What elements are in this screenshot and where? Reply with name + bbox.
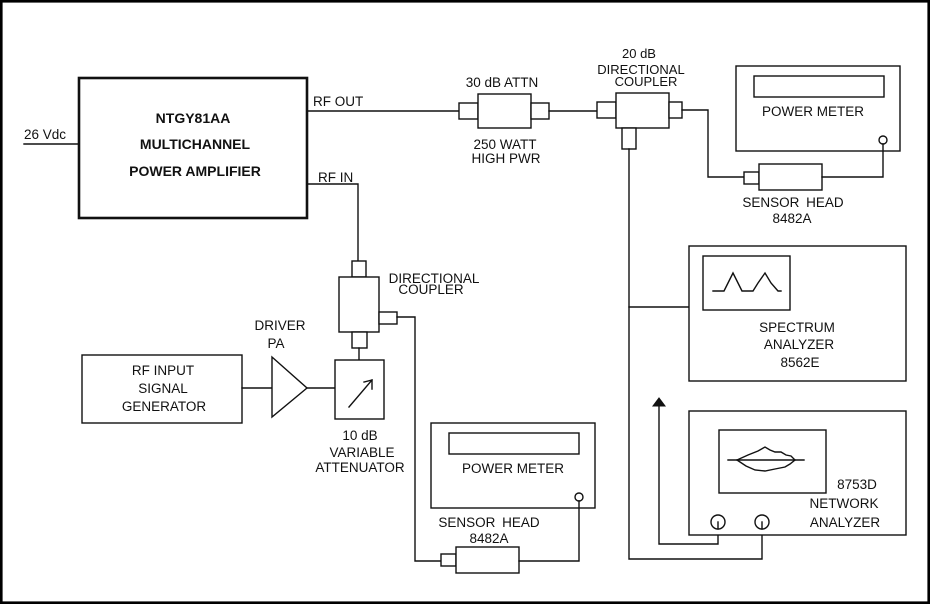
sensor-head-2-body <box>455 546 520 574</box>
coupler-coupled-port <box>621 127 637 150</box>
signal-generator-label-2: SIGNAL <box>138 381 188 396</box>
network-analyzer-port1-wire <box>658 403 719 545</box>
spectrum-analyzer-label-2: ANALYZER <box>764 337 835 352</box>
sensor-head-1-port <box>743 171 760 185</box>
coupler-to-sensor-wire <box>681 109 745 178</box>
spectrum-analyzer-label: SPECTRUM <box>759 320 835 335</box>
power-amplifier-box <box>77 76 309 220</box>
amplifier-triangle-icon <box>271 355 309 419</box>
dc-supply: 26 Vdc <box>23 127 80 145</box>
network-analyzer: 8753D NETWORK ANALYZER <box>688 410 907 536</box>
spectrum-analyzer: SPECTRUM ANALYZER 8562E <box>688 245 907 382</box>
network-trace-upper <box>736 446 796 461</box>
driver-pa-label: DRIVER <box>254 318 305 333</box>
input-coupler-top-port <box>351 260 367 278</box>
sensor-head-2-model: 8482A <box>469 531 508 546</box>
coupler-20db: 20 dB DIRECTIONAL COUPLER <box>596 46 685 150</box>
coupler-label: DIRECTIONAL <box>597 62 684 77</box>
coupler-label-2: COUPLER <box>615 74 678 89</box>
coupler-input-port <box>596 101 617 119</box>
network-analyzer-model: 8753D <box>837 477 877 492</box>
rf-out-label: RF OUT <box>313 94 363 109</box>
attenuator-power-label-2: HIGH PWR <box>472 151 541 166</box>
amplifier-model-label: NTGY81AA <box>156 110 231 126</box>
variable-attenuator-label-2: ATTENUATOR <box>315 460 405 475</box>
variable-attenuator-body <box>334 359 385 420</box>
coupler-output-port <box>668 101 683 119</box>
variable-attenuator-label: VARIABLE <box>329 445 394 460</box>
input-coupler: DIRECTIONAL COUPLER <box>338 260 480 349</box>
variable-arrow-shaft <box>348 379 373 408</box>
sensor-head-1-label: SENSOR HEAD <box>742 195 844 210</box>
input-coupler-body <box>338 276 380 333</box>
sensor-head-2-port <box>440 553 457 567</box>
coupler-rating-label: 20 dB <box>622 46 656 61</box>
spectrum-trace-icon <box>712 271 782 292</box>
sensor-head-1: SENSOR HEAD 8482A <box>742 163 844 226</box>
variable-arrow-icon <box>348 379 373 408</box>
attenuator-power-label: 250 WATT <box>473 137 536 152</box>
variable-arrow-head <box>363 379 373 390</box>
power-meter-1-connector-icon <box>878 135 888 145</box>
spectrum-analyzer-screen <box>702 255 791 311</box>
amplifier-type-label: MULTICHANNEL <box>140 136 251 152</box>
power-meter-2: POWER METER <box>430 422 596 509</box>
rf-in: RF IN <box>306 170 359 262</box>
input-coupler-coupled-port <box>378 311 398 325</box>
driver-pa-label-2: PA <box>267 336 284 351</box>
attenuator-30db: 30 dB ATTN 250 WATT HIGH PWR <box>458 75 550 166</box>
signal-generator-label: RF INPUT <box>132 363 194 378</box>
network-trace-lower <box>736 459 796 472</box>
sensor-2-to-meter-wire <box>518 500 580 562</box>
spectrum-analyzer-model: 8562E <box>780 355 819 370</box>
dc-supply-label: 26 Vdc <box>24 127 66 142</box>
power-meter-2-label: POWER METER <box>462 461 564 476</box>
attenuator-input-port <box>458 102 479 120</box>
network-analyzer-label-2: ANALYZER <box>810 515 881 530</box>
sensor-head-1-body <box>758 163 823 191</box>
coupled-port-trunk-wire <box>628 148 763 560</box>
rf-in-wire <box>306 183 359 262</box>
sensor-head-2: SENSOR HEAD 8482A <box>438 515 540 574</box>
network-analyzer-label: NETWORK <box>810 496 879 511</box>
input-coupler-label-2: COUPLER <box>398 282 464 297</box>
signal-generator: RF INPUT SIGNAL GENERATOR <box>81 354 243 424</box>
signal-generator-body <box>81 354 243 424</box>
variable-attenuator: 10 dB VARIABLE ATTENUATOR <box>315 359 405 475</box>
input-coupler-to-sensor-wire <box>396 316 442 562</box>
sensor-head-1-model: 8482A <box>772 211 811 226</box>
attenuator-body <box>477 93 532 129</box>
amplifier-name-label: POWER AMPLIFIER <box>129 163 261 179</box>
rf-in-label: RF IN <box>318 170 353 185</box>
power-meter-1-label: POWER METER <box>762 104 864 119</box>
input-coupler-bottom-port <box>351 331 368 349</box>
network-analyzer-screen <box>718 429 827 494</box>
power-meter-1-display <box>753 75 885 98</box>
coupler-body <box>615 92 670 129</box>
power-amplifier: NTGY81AA MULTICHANNEL POWER AMPLIFIER <box>77 76 309 220</box>
power-meter-2-display <box>448 432 580 455</box>
rf-out: RF OUT <box>306 94 460 112</box>
attenuator-label: 30 dB ATTN <box>466 75 539 90</box>
variable-attenuator-rating: 10 dB <box>342 428 377 443</box>
sensor-1-to-meter-wire <box>821 143 884 178</box>
network-trace-icon <box>727 446 805 472</box>
driver-pa: DRIVER PA <box>254 318 309 419</box>
sensor-head-2-label: SENSOR HEAD <box>438 515 540 530</box>
attenuator-output-port <box>530 102 550 120</box>
signal-generator-label-3: GENERATOR <box>122 399 207 414</box>
input-coupler-label: DIRECTIONAL <box>389 271 480 286</box>
open-arrow-icon <box>652 397 666 407</box>
power-meter-2-connector-icon <box>574 492 584 502</box>
power-meter-1: POWER METER <box>735 65 901 152</box>
